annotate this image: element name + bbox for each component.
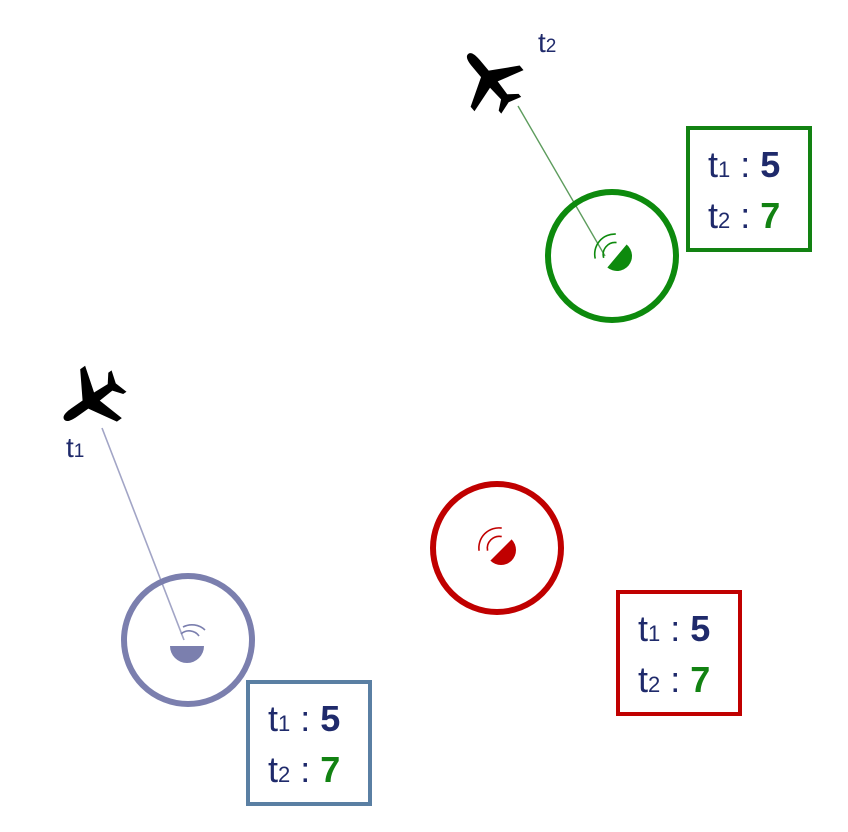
radar-dish-icon (478, 527, 516, 565)
time-box-green: t1 : 5 t2 : 7 (686, 126, 812, 252)
box-row-t2: t2 : 7 (268, 749, 341, 790)
airplane-icon (45, 354, 138, 446)
plane-label-t2: t2 (538, 27, 556, 58)
box-row-t1: t1 : 5 (708, 144, 781, 185)
link-line-t2 (517, 105, 606, 257)
plane-label-t1: t1 (66, 432, 84, 463)
time-box-red: t1 : 5 t2 : 7 (616, 590, 742, 716)
station-red (430, 481, 564, 615)
box-row-t2: t2 : 7 (638, 659, 711, 700)
radar-dish-icon (170, 623, 206, 663)
station-purple (121, 573, 255, 707)
link-line-t1 (101, 427, 185, 641)
time-box-blue: t1 : 5 t2 : 7 (246, 680, 372, 806)
station-green (545, 189, 679, 323)
box-row-t2: t2 : 7 (708, 195, 781, 236)
radar-dish-icon (593, 233, 632, 271)
box-row-t1: t1 : 5 (638, 608, 711, 649)
box-row-t1: t1 : 5 (268, 698, 341, 739)
station-ring (430, 481, 564, 615)
station-ring (545, 189, 679, 323)
station-ring (121, 573, 255, 707)
